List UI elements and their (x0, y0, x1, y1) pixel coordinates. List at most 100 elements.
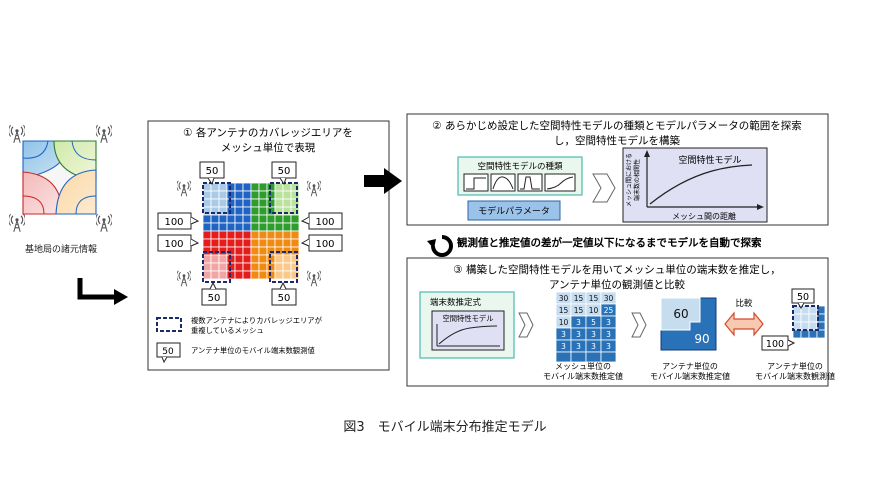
mesh-cell (290, 238, 300, 248)
mesh-cell (282, 262, 292, 272)
svg-text:端末数の相関性: 端末数の相関性 (633, 159, 641, 201)
mesh-cell (202, 270, 212, 280)
chevron-right-icon (631, 312, 647, 338)
svg-text:100: 100 (164, 217, 183, 228)
spatial-model-graph: 空間特性モデル メッシュ間の距離 メッシュ間における 端末数の相関性 (622, 147, 768, 223)
mesh-cell (290, 222, 300, 232)
mesh-estimate-value: 15 (589, 294, 599, 303)
mesh-cell (274, 190, 284, 200)
mesh-estimate-value: 3 (561, 342, 566, 351)
panel-coverage-mesh: ① 各アンテナのカバレッジエリアを メッシュ単位で表現 50 50 100 (147, 120, 390, 371)
mesh-cell (218, 238, 228, 248)
refresh-icon (431, 235, 453, 257)
mesh-cell (250, 270, 260, 280)
observed-caption-line2: モバイル端末数観測値 (755, 371, 835, 381)
svg-text:60: 60 (673, 307, 688, 321)
mesh-cell (234, 222, 244, 232)
mesh-cell (274, 230, 284, 240)
mesh-cell (202, 214, 212, 224)
svg-text:端末数推定式: 端末数推定式 (430, 297, 482, 308)
mesh-cell (250, 246, 260, 256)
mesh-cell (274, 214, 284, 224)
mesh-cell (234, 262, 244, 272)
mesh-cell (282, 270, 292, 280)
mesh-cell (266, 214, 276, 224)
mesh-cell (242, 198, 252, 208)
flow-arrow-1-head (114, 289, 128, 305)
svg-text:重複しているメッシュ: 重複しているメッシュ (191, 326, 264, 335)
mesh-cell (234, 230, 244, 240)
mesh-cell (290, 214, 300, 224)
mesh-cell (202, 254, 212, 264)
overlap-outline (792, 305, 819, 331)
svg-text:メッシュ間の距離: メッシュ間の距離 (672, 211, 736, 221)
svg-text:100: 100 (315, 239, 334, 250)
panel1-title-line1: ① 各アンテナのカバレッジエリアを (183, 126, 353, 139)
base-station-info: 基地局の諸元情報 (9, 124, 112, 255)
count-callout-bottom-left: 50 (201, 281, 227, 306)
mesh-cell (234, 182, 244, 192)
mesh-cell (250, 214, 260, 224)
mesh-cell (282, 190, 292, 200)
mesh-cell (250, 190, 260, 200)
mesh-cell (210, 238, 220, 248)
antenna-estimate-caption-line2: モバイル端末数推定値 (650, 371, 730, 381)
mesh-estimate-value: 3 (606, 318, 611, 327)
mesh-cell (234, 214, 244, 224)
mesh-cell (250, 230, 260, 240)
mesh-cell (226, 222, 236, 232)
mesh-estimate-value: 3 (561, 330, 566, 339)
mesh-cell (202, 238, 212, 248)
compare-arrow: 比較 (724, 298, 764, 337)
mesh-cell (250, 182, 260, 192)
mesh-cell (258, 198, 268, 208)
mesh-cell (242, 246, 252, 256)
mesh-cell (234, 198, 244, 208)
mesh-cell (226, 238, 236, 248)
mesh-cell (250, 198, 260, 208)
mesh-cell (242, 206, 252, 216)
mesh-estimate-caption-line2: モバイル端末数推定値 (543, 371, 623, 381)
mesh-cell (282, 230, 292, 240)
mesh-cell (242, 238, 252, 248)
mesh-cell (218, 262, 228, 272)
mesh-cell (234, 206, 244, 216)
svg-text:空間特性モデル: 空間特性モデル (678, 154, 741, 166)
auto-search-loop: 観測値と推定値の差が一定値以下になるまでモデルを自動で探索 (427, 235, 762, 257)
svg-text:比較: 比較 (735, 298, 753, 309)
mesh-cell (290, 270, 300, 280)
mesh-cell (258, 270, 268, 280)
antenna-icon (96, 124, 112, 144)
mesh-cell (266, 222, 276, 232)
mesh-cell (202, 222, 212, 232)
mesh-cell (258, 206, 268, 216)
mesh-estimate-value: 3 (591, 330, 596, 339)
coverage-map (22, 140, 97, 215)
svg-text:50: 50 (278, 293, 291, 304)
mesh-estimate-value: 3 (606, 330, 611, 339)
loop-label: 観測値と推定値の差が一定値以下になるまでモデルを自動で探索 (457, 236, 762, 249)
mesh-cell (202, 182, 212, 192)
svg-text:100: 100 (315, 217, 334, 228)
count-callout-left-upper: 100 (157, 212, 200, 230)
estimation-formula-box: 端末数推定式 空間特性モデル (419, 291, 515, 359)
observed-mesh-cell (800, 321, 810, 331)
mesh-cell (242, 182, 252, 192)
mesh-cell (242, 222, 252, 232)
antenna-icon (96, 213, 112, 233)
count-callout-top-right: 50 (271, 161, 297, 186)
mesh-cell (202, 190, 212, 200)
mesh-estimate-value: 15 (574, 306, 584, 315)
mesh-estimate-value: 10 (559, 318, 569, 327)
mesh-estimate-cell (600, 351, 617, 363)
mesh-cell (210, 214, 220, 224)
mesh-cell (226, 214, 236, 224)
svg-text:空間特性モデル: 空間特性モデル (442, 314, 493, 323)
mesh-cell (258, 254, 268, 264)
mesh-cell (226, 230, 236, 240)
chevron-right-icon (518, 312, 534, 338)
mesh-cell (218, 270, 228, 280)
mesh-cell (218, 198, 228, 208)
svg-text:50: 50 (206, 166, 219, 177)
observed-mesh-cell (800, 329, 810, 339)
